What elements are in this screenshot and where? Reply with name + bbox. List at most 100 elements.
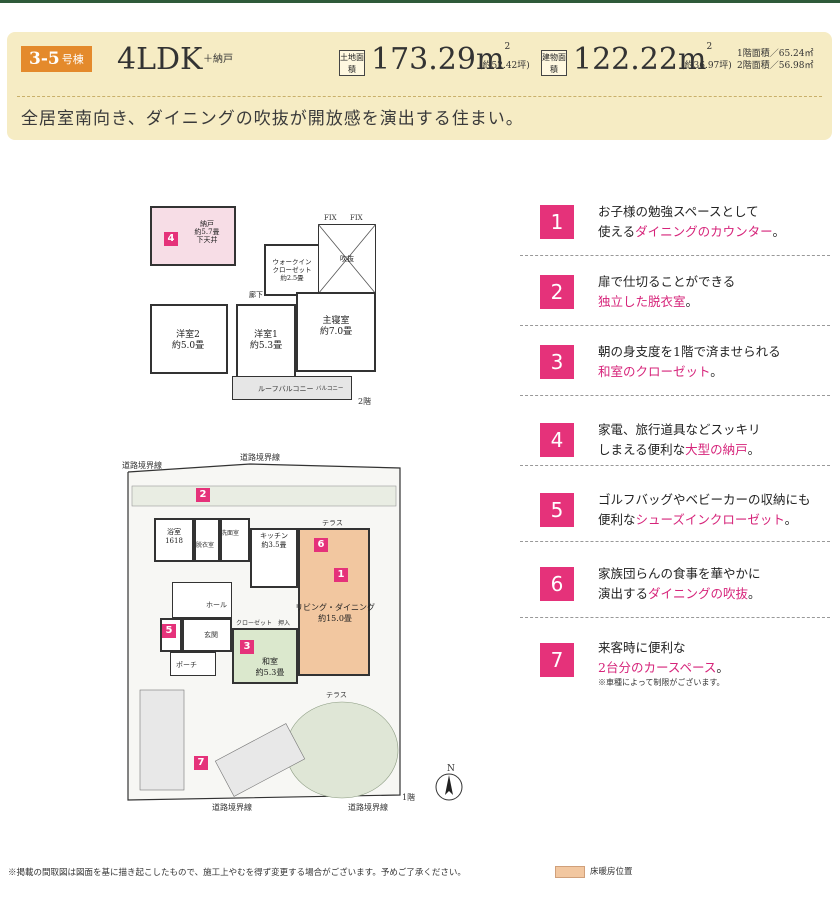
roof-balcony <box>232 376 352 400</box>
balcony-label: バルコニー <box>316 386 344 392</box>
road-boundary-bottom-1: 道路境界線 <box>212 803 252 812</box>
entrance <box>182 618 232 652</box>
roof-balcony-label: ルーフバルコニー <box>258 385 314 393</box>
storage-label: 納戸 約5.7畳 下天井 <box>194 220 220 244</box>
unit-badge: 3-5 号棟 <box>21 46 92 72</box>
kitchen <box>250 528 298 588</box>
hall-label: 廊下 <box>249 291 263 299</box>
road-boundary-top: 道路境界線 <box>240 453 280 462</box>
floor-heating-legend: 床暖房位置 <box>590 867 633 877</box>
western1-label: 洋室1 約5.3畳 <box>249 330 283 351</box>
feature-number: 4 <box>540 423 574 457</box>
dressing-room <box>194 518 220 562</box>
master-label: 主寝室 約7.0畳 <box>319 316 353 337</box>
land-area-value: 173.29m2 <box>371 42 511 77</box>
floor1-plan: 道路境界線 道路境界線 2 浴室 1618 脱衣室 洗面室 キッチン 約3.5畳… <box>120 450 463 825</box>
dressing-label: 脱衣室 <box>196 542 215 549</box>
feature-number: 3 <box>540 345 574 379</box>
feature-line1: ゴルフバッグやベビーカーの収納にも <box>598 492 811 507</box>
property-header: 3-5 号棟 4LDK ＋納戸 土地面積 173.29m2 (約52.42坪) … <box>7 32 832 140</box>
closet-label: クローゼット <box>236 620 273 627</box>
floor-areas: 1階面積／65.24㎡ 2階面積／56.98㎡ <box>737 48 814 72</box>
feature-item-2: 2 扉で仕切ることができる 独立した脱衣室。 <box>520 265 830 326</box>
layout-type: 4LDK <box>117 42 203 77</box>
marker-3: 3 <box>240 640 254 654</box>
disclaimer: ※掲載の間取図は図面を基に描き起こしたもので、施工上やむを得ず変更する場合がござ… <box>8 868 466 878</box>
porch-label: ポーチ <box>176 661 197 669</box>
floor2-label: 2階 <box>358 397 372 406</box>
feature-item-1: 1 お子様の勉強スペースとして 使えるダイニングのカウンター。 <box>520 195 830 256</box>
feature-number: 1 <box>540 205 574 239</box>
japanese-room <box>232 628 298 684</box>
header-divider <box>17 96 822 98</box>
unit-suffix: 号棟 <box>61 53 84 66</box>
feature-number: 6 <box>540 567 574 601</box>
kitchen-label: キッチン 約3.5畳 <box>260 532 288 549</box>
feature-item-3: 3 朝の身支度を1階で済ませられる 和室のクローゼット。 <box>520 335 830 396</box>
marker-7: 7 <box>194 756 208 770</box>
floor2-area: 2階面積／56.98㎡ <box>737 61 814 71</box>
building-area-tsubo: (約36.97坪) <box>681 61 732 71</box>
floor1-area: 1階面積／65.24㎡ <box>737 49 814 59</box>
land-area-label: 土地面積 <box>339 50 365 76</box>
western-room-1 <box>236 304 296 378</box>
feature-item-4: 4 家電、旅行道具などスッキリ しまえる便利な大型の納戸。 <box>520 405 830 466</box>
bathroom <box>154 518 194 562</box>
master-bedroom <box>296 292 376 372</box>
terrace-label-2: テラス <box>326 691 347 699</box>
road-boundary-bottom-2: 道路境界線 <box>348 803 388 812</box>
floor1-label: 1階 <box>402 793 416 802</box>
feature-line1: 家族団らんの食事を華やかに <box>598 566 761 581</box>
washroom-label: 洗面室 <box>221 530 240 537</box>
entrance-label: 玄関 <box>204 631 218 639</box>
bath-label: 浴室 1618 <box>165 528 183 545</box>
feature-line1: 来客時に便利な <box>598 640 686 655</box>
unit-number: 3-5 <box>29 49 60 69</box>
feature-item-7: 7 来客時に便利な 2台分のカースペース。 ※車種によって制限がございます。 <box>520 627 830 693</box>
feature-line2: 便利なシューズインクローゼット。 <box>598 512 798 527</box>
terrace-label-1: テラス <box>322 519 343 527</box>
marker-2: 2 <box>196 488 210 502</box>
feature-line2: 使えるダイニングのカウンター。 <box>598 224 786 239</box>
fix-label-2: FIX <box>350 214 363 222</box>
floor2-plan: 4 納戸 約5.7畳 下天井 ウォークイン クローゼット 約2.5畳 吹抜 FI… <box>120 200 380 415</box>
building-area-value: 122.22m2 <box>573 42 713 77</box>
void-label: 吹抜 <box>340 255 354 263</box>
fix-label-1: FIX <box>324 214 337 222</box>
feature-line1: 朝の身支度を1階で済ませられる <box>598 344 781 359</box>
living-dining <box>298 528 370 676</box>
washroom <box>220 518 250 562</box>
layout-extra: ＋納戸 <box>203 54 233 65</box>
feature-item-5: 5 ゴルフバッグやベビーカーの収納にも 便利なシューズインクローゼット。 <box>520 475 830 542</box>
north-compass-icon <box>435 773 463 801</box>
feature-number: 7 <box>540 643 574 677</box>
feature-number: 2 <box>540 275 574 309</box>
feature-note: ※車種によって制限がございます。 <box>598 678 725 687</box>
hall <box>172 582 232 618</box>
feature-line1: 家電、旅行道具などスッキリ <box>598 422 761 437</box>
feature-line1: お子様の勉強スペースとして <box>598 204 759 219</box>
marker-5: 5 <box>162 624 176 638</box>
void-cross-icon <box>318 224 376 294</box>
north-label: N <box>447 764 455 774</box>
feature-line2: 独立した脱衣室。 <box>598 294 699 309</box>
feature-line2: 演出するダイニングの吹抜。 <box>598 586 761 601</box>
marker-4: 4 <box>164 232 178 246</box>
western2-label: 洋室2 約5.0畳 <box>171 330 205 351</box>
building-area-label: 建物面積 <box>541 50 567 76</box>
living-label: リビング・ダイニング 約15.0畳 <box>295 603 375 623</box>
marker-1: 1 <box>334 568 348 582</box>
floor-heating-swatch <box>555 866 585 878</box>
feature-number: 5 <box>540 493 574 527</box>
marker-6: 6 <box>314 538 328 552</box>
catchphrase: 全居室南向き、ダイニングの吹抜が開放感を演出する住まい。 <box>21 109 524 129</box>
feature-line2: 和室のクローゼット。 <box>598 364 723 379</box>
feature-item-6: 6 家族団らんの食事を華やかに 演出するダイニングの吹抜。 <box>520 551 830 618</box>
land-area-tsubo: (約52.42坪) <box>479 61 530 71</box>
walkin-label: ウォークイン クローゼット 約2.5畳 <box>272 258 312 282</box>
feature-line1: 扉で仕切ることができる <box>598 274 736 289</box>
feature-line2: しまえる便利な大型の納戸。 <box>598 442 761 457</box>
oshiire-label: 押入 <box>278 620 291 627</box>
porch <box>170 652 216 676</box>
road-boundary-left: 道路境界線 <box>122 461 162 470</box>
